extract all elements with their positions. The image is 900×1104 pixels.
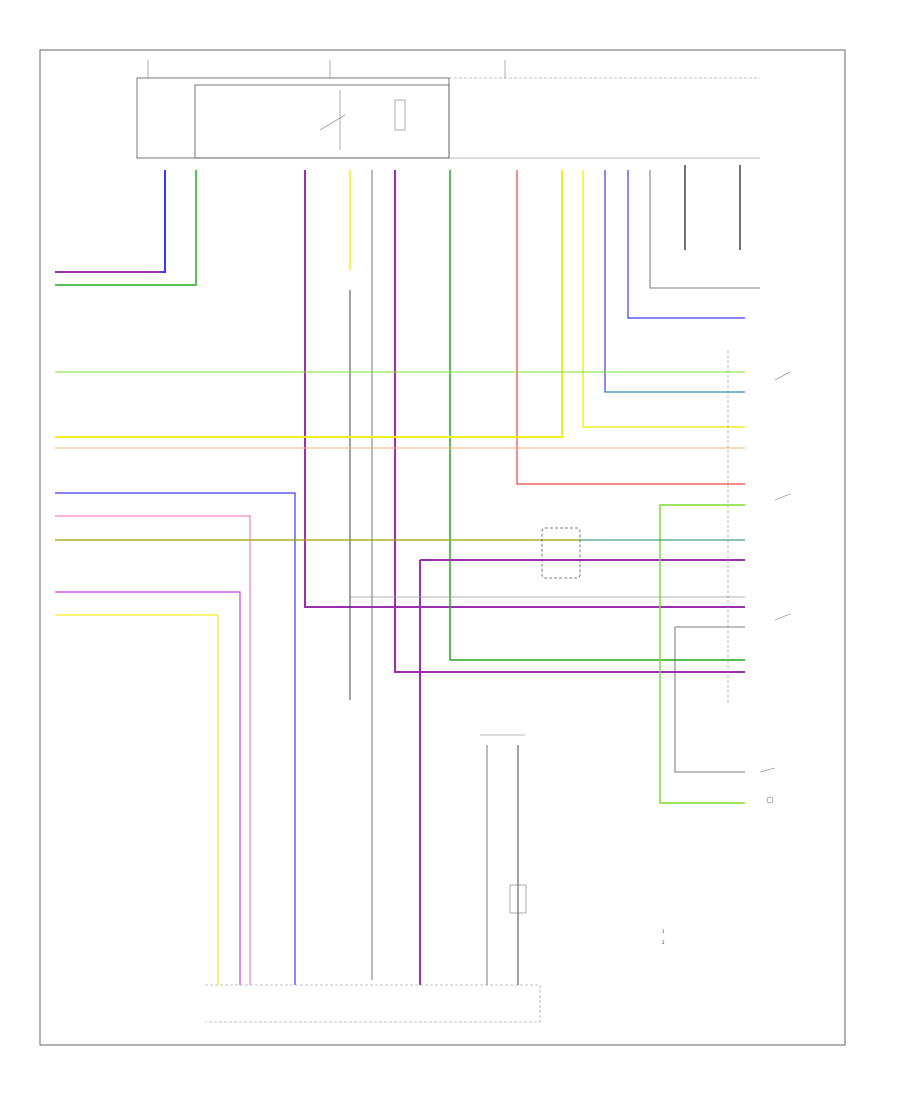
wire-green-2 [449, 170, 745, 661]
fuse-relay-block [136, 60, 760, 159]
wire-yellow-4 [55, 614, 219, 985]
page-frame [39, 49, 846, 1046]
wire-green-1 [55, 170, 197, 286]
wire-blue-3 [627, 170, 745, 319]
wire-blue-violet [55, 170, 166, 273]
clutch-pedal-switch [727, 350, 791, 705]
wire-violet-3 [394, 170, 745, 673]
wire-blue-4 [55, 492, 296, 985]
wire-blue-2 [604, 170, 745, 393]
legend: 1 2 [662, 929, 665, 945]
wire-yellow-2 [55, 170, 563, 438]
wire-black-6 [674, 626, 745, 773]
legend-key-2: 2 [662, 940, 665, 945]
engine-control-module [205, 984, 541, 1023]
wire-pink-1 [55, 515, 251, 985]
wire-magenta-1 [55, 591, 241, 985]
wire-violet-2 [304, 170, 745, 608]
wire-red-1 [516, 170, 745, 485]
ignition-switch [759, 767, 776, 804]
legend-key-1: 1 [662, 929, 665, 934]
sensor-block [480, 734, 527, 914]
wires [55, 165, 760, 985]
wire-black-3 [649, 170, 760, 289]
wire-yellow-3 [582, 170, 745, 428]
wire-lightgreen-2 [659, 504, 745, 804]
throttle-actuator [541, 527, 581, 579]
